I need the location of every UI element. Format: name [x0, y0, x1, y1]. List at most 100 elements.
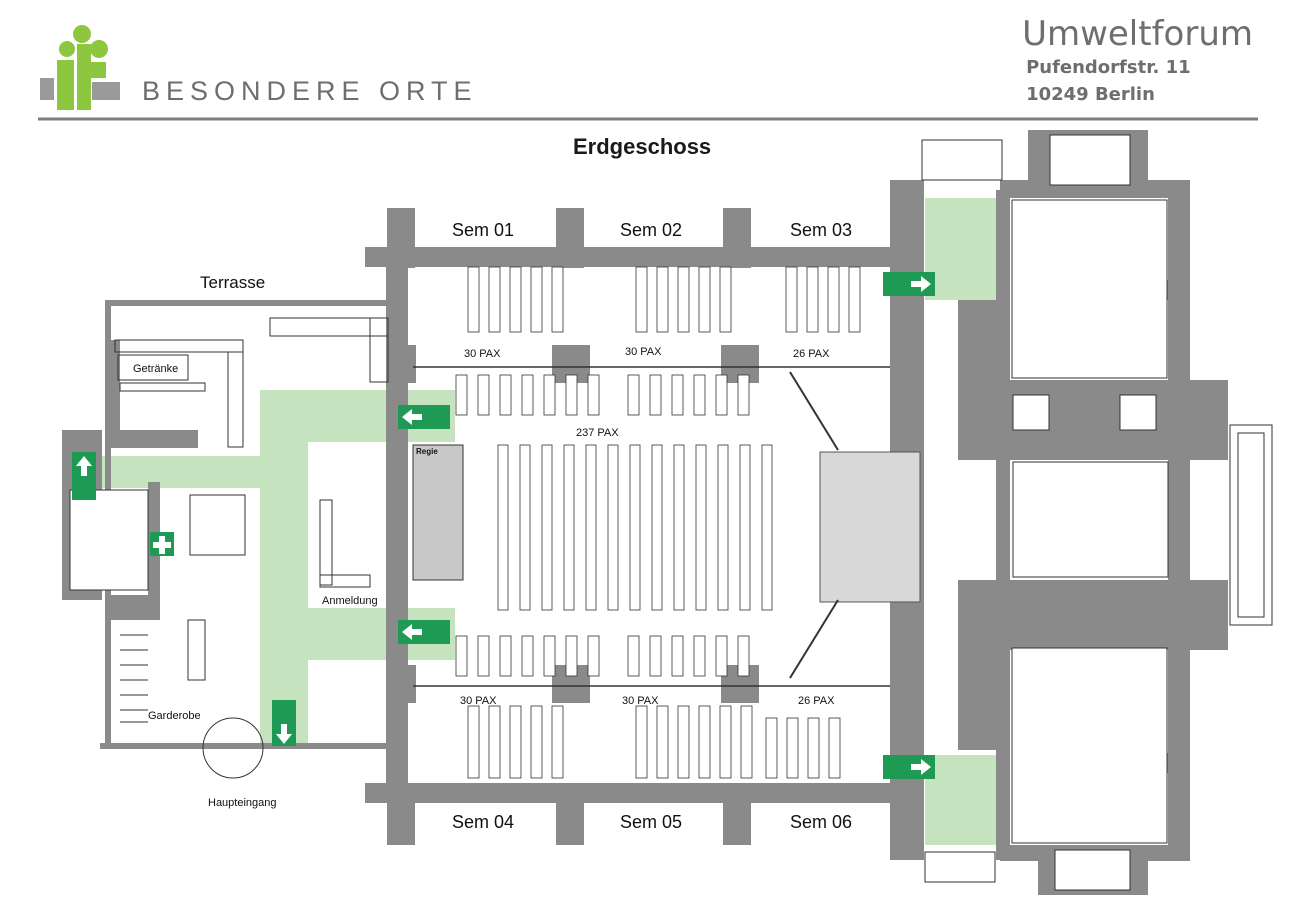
hall-seat-block	[693, 374, 706, 416]
hall-seat-block	[499, 635, 512, 677]
arrow-right-icon	[911, 276, 931, 292]
hall-seat-column	[519, 444, 531, 611]
room-label-sem01: Sem 01	[452, 220, 515, 240]
seminar-seat-column	[488, 266, 501, 333]
seminar-seat-column	[785, 266, 798, 333]
seminar-seat-column	[530, 705, 543, 779]
arrow-up-icon	[76, 456, 92, 476]
exit-signs	[72, 272, 935, 779]
logo-mark	[40, 25, 120, 110]
seminar-seat-column	[740, 705, 753, 779]
seminar-seat-column	[509, 705, 522, 779]
venue-name: Umweltforum	[1022, 14, 1253, 54]
hall-seat-column	[497, 444, 509, 611]
hall-seat-column	[585, 444, 597, 611]
hall-seat-block	[737, 374, 750, 416]
seminar-seat-column	[656, 705, 669, 779]
seminar-seat-column	[509, 266, 522, 333]
venue-street: Pufendorfstr. 11	[1026, 57, 1191, 78]
room-label-cloakroom: Garderobe	[148, 710, 201, 722]
room-label-sem06: Sem 06	[790, 812, 853, 832]
hall-seat-block	[477, 374, 490, 416]
room-label-main-entrance: Haupteingang	[208, 797, 277, 809]
seminar-seat-column	[828, 717, 841, 779]
room-label-sem03: Sem 03	[790, 220, 853, 240]
seminar-seat-column	[551, 705, 564, 779]
hall-seat-column	[695, 444, 707, 611]
capacity-sem06: 26 PAX	[798, 695, 835, 707]
seminar-seat-column	[635, 266, 648, 333]
hall-seat-block	[671, 635, 684, 677]
seating	[455, 266, 861, 779]
seminar-seat-column	[765, 717, 778, 779]
seminar-seat-column	[698, 705, 711, 779]
hall-seat-block	[455, 374, 468, 416]
room-label-sem04: Sem 04	[452, 812, 515, 832]
room-label-control: Regie	[416, 447, 438, 456]
annex-furniture	[114, 317, 921, 779]
hall-seat-block	[715, 635, 728, 677]
hall-seat-block	[649, 635, 662, 677]
seminar-seat-column	[677, 705, 690, 779]
hall-seat-block	[737, 635, 750, 677]
capacity-sem01: 30 PAX	[464, 348, 501, 360]
hall-seat-block	[671, 374, 684, 416]
capacity-sem03: 26 PAX	[793, 348, 830, 360]
seminar-seat-column	[677, 266, 690, 333]
seminar-seat-column	[719, 266, 732, 333]
hall-seat-block	[565, 635, 578, 677]
seminar-seat-column	[719, 705, 732, 779]
arrow-down-icon	[276, 724, 292, 744]
floor-title: Erdgeschoss	[573, 134, 712, 159]
seminar-seat-column	[698, 266, 711, 333]
hall-seat-column	[717, 444, 729, 611]
hall-seat-block	[587, 374, 600, 416]
seminar-seat-column	[786, 717, 799, 779]
arrow-left-icon	[402, 409, 422, 425]
hall-seat-block	[627, 635, 640, 677]
room-label-drinks: Getränke	[133, 363, 179, 375]
hall-seat-column	[541, 444, 553, 611]
arrow-right-icon	[911, 759, 931, 775]
room-label-terrace: Terrasse	[200, 273, 266, 292]
first-aid-icon	[153, 536, 171, 554]
hall-seat-block	[521, 635, 534, 677]
capacity-sem04: 30 PAX	[460, 695, 497, 707]
hall-seat-block	[649, 374, 662, 416]
interior-walls	[69, 134, 1273, 891]
hall-seat-block	[587, 635, 600, 677]
hall-seat-column	[629, 444, 641, 611]
hall-seat-block	[521, 374, 534, 416]
hall-seat-block	[715, 374, 728, 416]
hall-seat-block	[627, 374, 640, 416]
hall-seat-block	[499, 374, 512, 416]
hall-seat-block	[455, 635, 468, 677]
hall-seat-column	[651, 444, 663, 611]
hall-seat-block	[543, 374, 556, 416]
hall-seat-block	[543, 635, 556, 677]
capacity-hall: 237 PAX	[576, 427, 619, 439]
seminar-seat-column	[656, 266, 669, 333]
arrow-left-icon	[402, 624, 422, 640]
venue-city: 10249 Berlin	[1026, 84, 1155, 105]
seminar-seat-column	[530, 266, 543, 333]
seminar-seat-column	[467, 705, 480, 779]
capacity-sem05: 30 PAX	[622, 695, 659, 707]
hall-seat-column	[673, 444, 685, 611]
brand-wordmark: BESONDERE ORTE	[142, 76, 478, 106]
room-label-sem05: Sem 05	[620, 812, 683, 832]
seminar-seat-column	[467, 266, 480, 333]
hall-seat-column	[761, 444, 773, 611]
seminar-seat-column	[807, 717, 820, 779]
seminar-seat-column	[635, 705, 648, 779]
capacity-sem02: 30 PAX	[625, 346, 662, 358]
seminar-seat-column	[848, 266, 861, 333]
seminar-seat-column	[827, 266, 840, 333]
room-label-sem02: Sem 02	[620, 220, 683, 240]
hall-seat-block	[693, 635, 706, 677]
room-label-registration: Anmeldung	[322, 595, 378, 607]
seminar-seat-column	[806, 266, 819, 333]
hall-seat-column	[739, 444, 751, 611]
seminar-seat-column	[551, 266, 564, 333]
